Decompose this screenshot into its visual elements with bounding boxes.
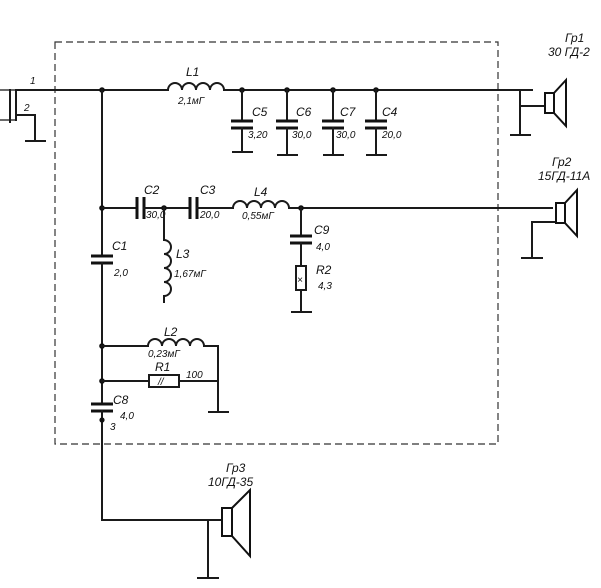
- capacitor-c4: [365, 87, 387, 156]
- gr2-name: Гр2: [552, 155, 572, 169]
- inductor-l3: [162, 238, 172, 298]
- c8-name: C8: [113, 393, 129, 407]
- resistor-r1: [148, 374, 180, 388]
- inductor-l1: [166, 82, 226, 92]
- r1-name: R1: [155, 360, 170, 374]
- r2-mark: ×: [297, 275, 303, 286]
- capacitor-c7: [322, 87, 344, 156]
- inductor-l2: [146, 338, 206, 348]
- speaker-gr3-icon: [197, 487, 251, 579]
- c2-name: C2: [144, 183, 160, 197]
- c6-name: C6: [296, 105, 312, 119]
- capacitor-c8: [91, 402, 113, 413]
- c4-name: C4: [382, 105, 398, 119]
- terminal-3-dot: [99, 417, 105, 423]
- enclosure-frame: [54, 41, 499, 445]
- capacitor-c6: [276, 87, 298, 156]
- c5-name: C5: [252, 105, 268, 119]
- r1-mark: //: [157, 377, 165, 388]
- capacitor-c1: [91, 254, 113, 265]
- c4-value: 20,0: [381, 130, 402, 141]
- c3-name: C3: [200, 183, 216, 197]
- gr3-model: 10ГД-35: [208, 475, 253, 489]
- terminal-3-label: 3: [110, 422, 116, 433]
- c8-value: 4,0: [120, 411, 134, 422]
- c1-value: 2,0: [113, 268, 128, 279]
- capacitor-c5: [231, 87, 253, 153]
- c7-value: 30,0: [336, 130, 356, 141]
- l4-value: 0,55мГ: [242, 211, 275, 222]
- gr2-model: 15ГД-11А: [538, 169, 590, 183]
- resistor-r2: [291, 265, 312, 313]
- terminal-1-label: 1: [30, 76, 36, 87]
- capacitor-c3: [188, 197, 199, 219]
- c9-value: 4,0: [316, 242, 330, 253]
- gr1-name: Гр1: [565, 31, 584, 45]
- c7-name: C7: [340, 105, 357, 119]
- speaker-gr2-icon: [521, 187, 578, 259]
- gr3-name: Гр3: [226, 461, 246, 475]
- gr1-model: 30 ГД-2: [548, 45, 590, 59]
- l1-value: 2,1мГ: [177, 96, 206, 107]
- inductor-l4: [231, 200, 291, 210]
- c9-name: C9: [314, 223, 330, 237]
- l1-name: L1: [186, 65, 199, 79]
- r1-value: 100: [186, 370, 203, 381]
- input-connector: [0, 89, 56, 142]
- l4-name: L4: [254, 185, 268, 199]
- speaker-gr1-icon: [510, 77, 567, 136]
- r2-name: R2: [316, 263, 332, 277]
- c3-value: 20,0: [199, 210, 220, 221]
- c1-name: C1: [112, 239, 127, 253]
- capacitor-c2: [135, 197, 146, 219]
- terminal-2-label: 2: [23, 103, 30, 114]
- l3-name: L3: [176, 247, 190, 261]
- c2-value: 30,0: [146, 210, 166, 221]
- l2-value: 0,23мГ: [148, 349, 181, 360]
- l3-value: 1,67мГ: [174, 269, 207, 280]
- r2-value: 4,3: [318, 281, 332, 292]
- c5-value: 3,20: [248, 130, 268, 141]
- l2-name: L2: [164, 325, 178, 339]
- c6-value: 30,0: [292, 130, 312, 141]
- capacitor-c9: [290, 207, 312, 267]
